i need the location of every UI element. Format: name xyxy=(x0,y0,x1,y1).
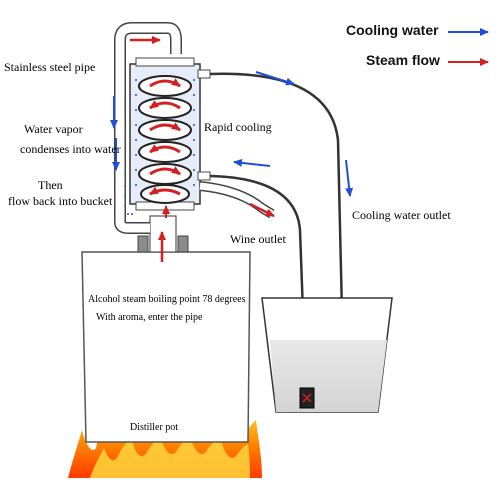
cooling-arrow-down xyxy=(345,159,354,197)
pot-neck-right xyxy=(177,235,189,253)
bucket-water xyxy=(270,340,387,412)
label-stainless-pipe: Stainless steel pipe xyxy=(4,60,96,74)
pot-neck-left xyxy=(137,235,149,253)
label-water-vapor: Water vapor xyxy=(24,122,83,136)
legend-steam-label: Steam flow xyxy=(366,52,440,68)
cooling-arrow-out xyxy=(255,71,295,86)
steam-coil xyxy=(135,75,195,204)
cooling-inlet-port xyxy=(197,171,211,181)
label-distiller-pot: Distiller pot xyxy=(130,422,179,433)
label-flow-back: flow back into bucket xyxy=(8,194,113,208)
label-wine-outlet: Wine outlet xyxy=(230,232,286,246)
steam-arrow-wine xyxy=(249,202,275,218)
label-cooling-outlet: Cooling water outlet xyxy=(352,208,451,222)
label-then: Then xyxy=(38,178,63,192)
label-rapid-cooling: Rapid cooling xyxy=(204,120,272,134)
cooling-arrow-in xyxy=(233,158,271,167)
legend-cooling-label: Cooling water xyxy=(346,22,439,38)
cooling-inlet-hose xyxy=(209,174,308,397)
label-alcohol-steam: Alcohol steam boiling point 78 degrees xyxy=(88,294,246,305)
cooling-outlet-hose xyxy=(209,72,346,401)
distiller-pot xyxy=(81,251,251,443)
fire-icon xyxy=(68,412,262,478)
cooling-outlet-port xyxy=(197,69,211,79)
label-condenses: condenses into water xyxy=(20,142,121,156)
label-with-aroma: With aroma, enter the pipe xyxy=(96,312,203,323)
